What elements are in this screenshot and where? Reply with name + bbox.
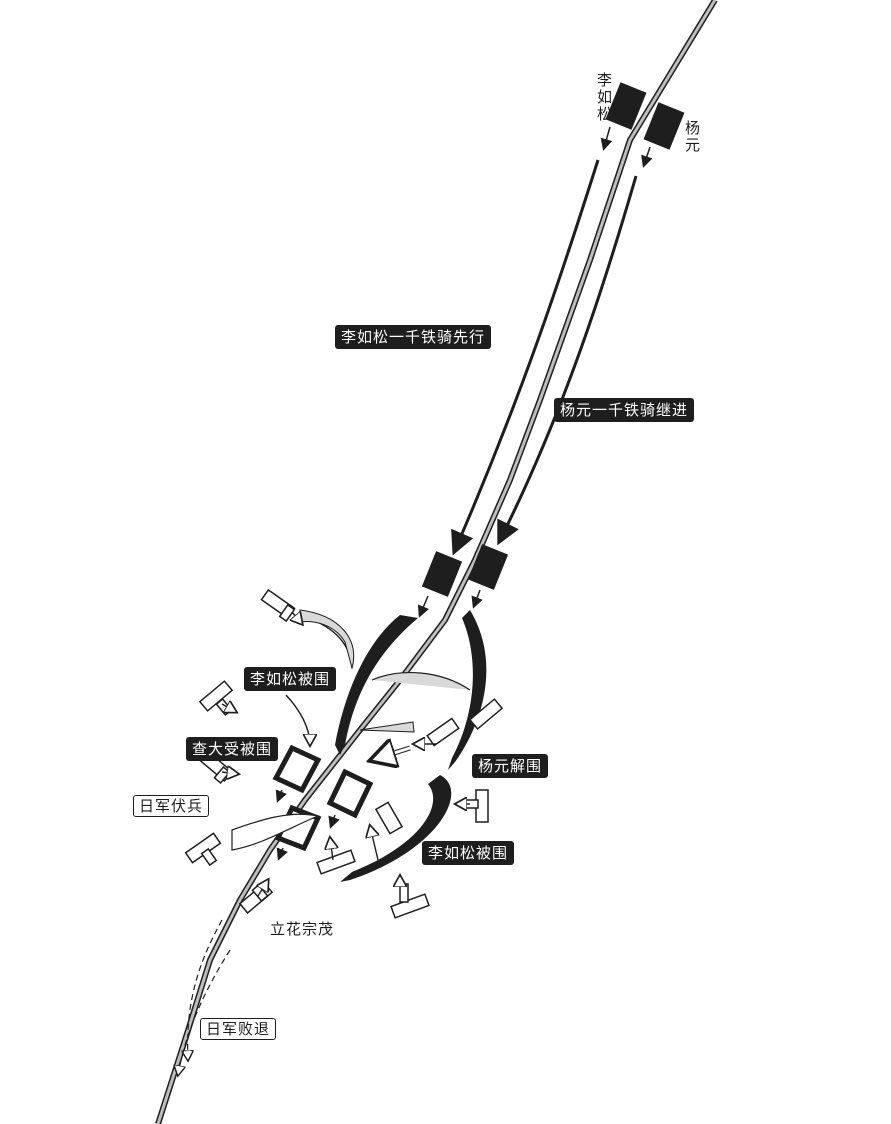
yang-yuan-unit-mid: [467, 544, 509, 609]
yang-yuan-label-top: 杨元: [684, 119, 700, 154]
li-rusong-label-top: 李如松: [596, 71, 612, 123]
japanese-unit-10: [390, 883, 430, 919]
li-besieged-label-1: 李如松被围: [244, 667, 337, 691]
ambush-arrow-5: [285, 694, 310, 745]
yang-charge-arrow: [448, 610, 487, 770]
li-besieged-sweep: [340, 775, 452, 882]
japanese-retreat-label: 日军败退: [200, 1018, 277, 1040]
li-advance-label: 李如松一千铁骑先行: [335, 325, 492, 349]
li-rusong-unit-top: [600, 82, 647, 151]
japanese-ambush-label: 日军伏兵: [133, 795, 210, 817]
li-rusong-unit-mid: [417, 551, 463, 618]
ambush-arrow-4: [231, 813, 321, 851]
ambush-arrow-2: [371, 672, 471, 691]
li-rusong-unit-besieged: [326, 768, 374, 829]
japanese-unit-6: [468, 698, 504, 730]
li-advance-arrow: [451, 159, 600, 556]
japanese-unit-9: [316, 849, 356, 875]
japanese-unit-8: [461, 789, 489, 823]
yang-yuan-unit-top: [641, 102, 685, 168]
tachibana-label: 立花宗茂: [270, 920, 335, 938]
cha-dashou-unit: [272, 744, 322, 803]
ambush-arrow-9: [370, 826, 378, 861]
ambush-arrow-15: [221, 772, 238, 774]
japanese-unit-1: [260, 588, 296, 623]
ambush-arrow-13: [292, 612, 302, 624]
japanese-unit-11: [374, 801, 404, 835]
ambush-arrow-12: [258, 880, 268, 897]
li-besieged-label-2: 李如松被围: [422, 841, 515, 865]
ambush-arrow-14: [221, 704, 236, 712]
retreat-arrow-2: [178, 949, 231, 1075]
retreat-arrow-1: [188, 919, 223, 1060]
japanese-unit-2: [198, 680, 234, 716]
li-charge-arrow: [335, 615, 418, 755]
yang-follow-label: 杨元一千铁骑继进: [554, 398, 695, 422]
yang-relief-label: 杨元解围: [472, 754, 549, 778]
ambush-arrow-3: [359, 721, 415, 733]
japanese-unit-7: [426, 717, 460, 747]
cha-besieged-label: 查大受被围: [186, 737, 279, 761]
ambush-arrow-10: [330, 838, 333, 861]
yang-advance-arrow: [497, 175, 638, 546]
japanese-unit-4: [184, 832, 222, 867]
